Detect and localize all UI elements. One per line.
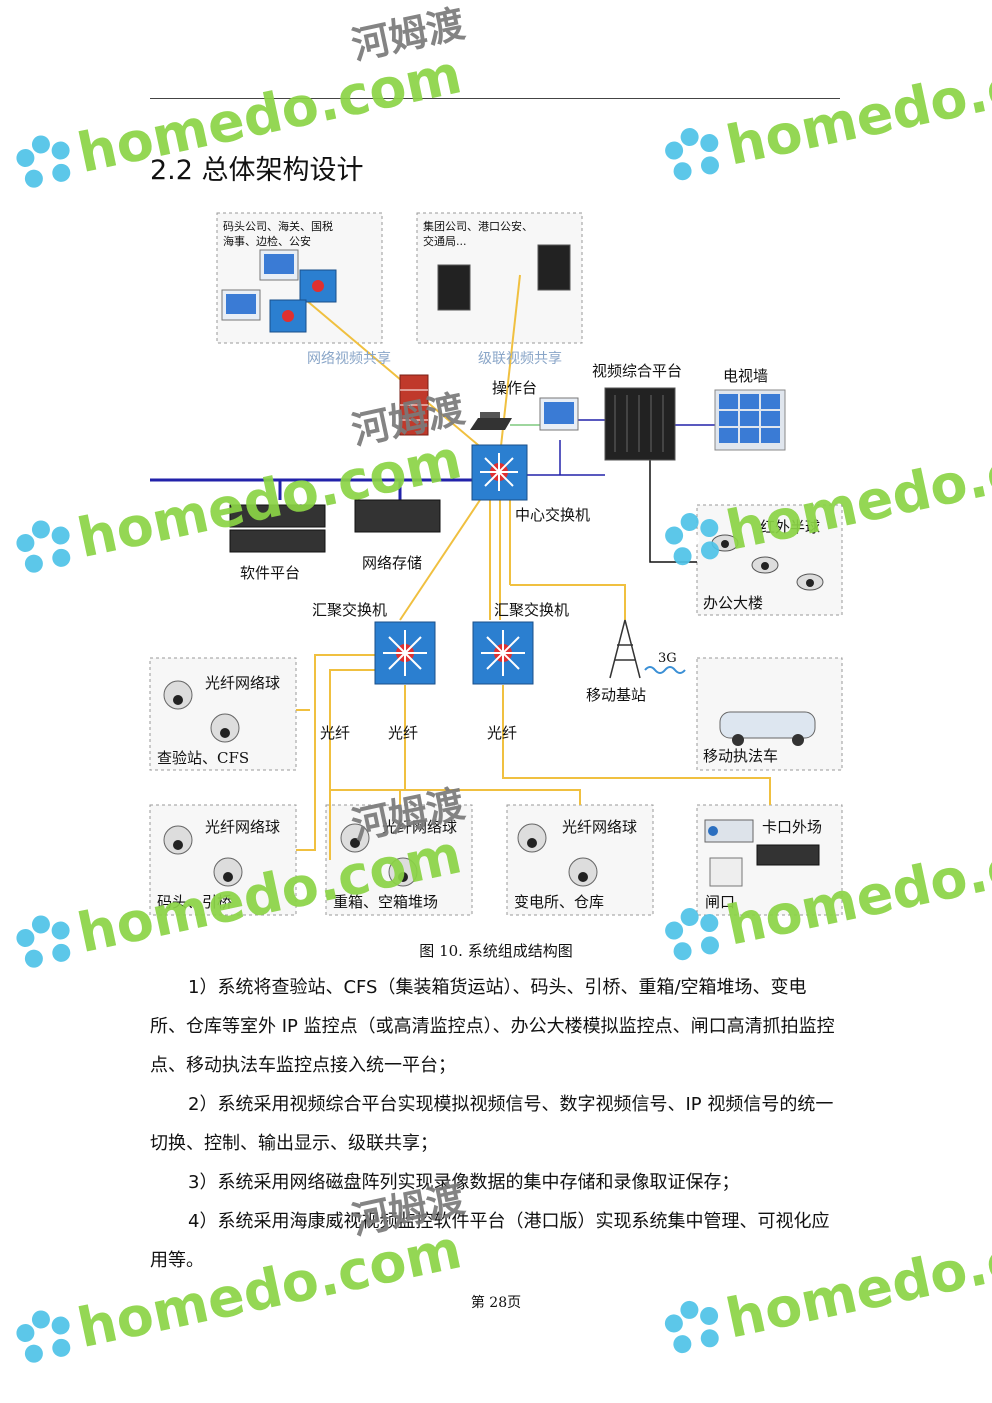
label-3g: 3G [658, 651, 677, 666]
label-fiber-dome-3: 光纤网络球 [382, 818, 457, 836]
label-wharf-bridge: 码头、引桥 [157, 893, 232, 911]
label-inspection-cfs: 查验站、CFS [157, 749, 249, 767]
wireless-signal-icon [644, 666, 686, 674]
checkpoint-recorder-icon [756, 844, 820, 866]
label-fiber-a: 光纤 [320, 724, 350, 742]
group-label-top-left-1: 码头公司、海关、国税 [223, 219, 333, 233]
label-fiber-c: 光纤 [487, 724, 517, 742]
label-mobile-station: 移动基站 [586, 686, 646, 704]
video-wall-icon [714, 389, 786, 451]
label-video-wall: 电视墙 [723, 367, 768, 385]
gate-light-icon [709, 857, 743, 887]
core-switch-icon [471, 444, 528, 501]
paragraph-2: 2）系统采用视频综合平台实现模拟视频信号、数字视频信号、IP 视频信号的统一切换… [150, 1094, 834, 1154]
paragraph-4: 4）系统采用海康威视视频监控软件平台（港口版）实现系统集中管理、可视化应用等。 [150, 1211, 830, 1271]
switch-icon-small-1 [299, 269, 337, 303]
server-rack-icon-1 [437, 264, 471, 311]
label-container-yard: 重箱、空箱堆场 [333, 893, 438, 911]
architecture-diagram: 码头公司、海关、国税 海事、边检、公安 集团公司、港口公安、 交通局... 网络… [149, 212, 843, 916]
label-checkpoint-outside: 卡口外场 [762, 818, 822, 836]
paragraph-3: 3）系统采用网络磁盘阵列实现录像数据的集中存储和录像取证保存； [188, 1172, 740, 1193]
label-cascade-share: 级联视频共享 [478, 350, 562, 367]
label-agg-switch-1: 汇聚交换机 [312, 601, 387, 619]
aggregation-switch-icon-2 [472, 621, 534, 685]
label-fiber-dome-1: 光纤网络球 [205, 674, 280, 692]
group-label-top-right-1: 集团公司、港口公安、 [423, 219, 533, 233]
vehicle-icon [719, 711, 816, 746]
fiber-lines [296, 274, 771, 860]
group-label-top-left-2: 海事、边检、公安 [223, 234, 311, 248]
ptz-camera-icon-4 [213, 857, 243, 887]
label-office-building: 办公大楼 [703, 594, 763, 612]
cell-tower-icon [609, 619, 641, 679]
label-fiber-dome-2: 光纤网络球 [205, 818, 280, 836]
flower-logo-icon [658, 119, 729, 190]
ptz-camera-icon-6 [388, 857, 418, 887]
figure-caption: 图 10. 系统组成结构图 [419, 942, 573, 960]
pc-icon-2 [221, 289, 261, 321]
server-icon-software [229, 504, 326, 553]
header-rule [150, 98, 840, 99]
dome-camera-icon-3 [796, 573, 824, 591]
ptz-camera-icon-2 [210, 713, 240, 743]
console-icon [470, 412, 512, 430]
ptz-camera-icon-3 [163, 825, 193, 855]
watermark-2: homedo.com [642, 9, 992, 191]
label-network-storage: 网络存储 [362, 554, 422, 572]
switch-icon-small-2 [269, 299, 307, 333]
aggregation-switch-icon-1 [374, 621, 436, 685]
label-core-switch: 中心交换机 [515, 506, 590, 524]
ptz-camera-icon-7 [517, 823, 547, 853]
console-pc-icon [539, 397, 579, 431]
paragraph-1: 1）系统将查验站、CFS（集装箱货运站）、码头、引桥、重箱/空箱堆场、变电所、仓… [150, 977, 835, 1076]
section-title: 2.2 总体架构设计 [150, 155, 364, 186]
ptz-camera-icon-5 [340, 823, 370, 853]
label-video-platform: 视频综合平台 [592, 362, 682, 380]
label-software-platform: 软件平台 [240, 564, 300, 582]
label-ir-dome: 红外半球 [760, 518, 820, 536]
checkpoint-camera-icon [704, 819, 754, 843]
label-gate: 闸口 [705, 893, 735, 911]
server-rack-icon-2 [537, 244, 571, 291]
label-network-share: 网络视频共享 [307, 350, 391, 367]
label-mobile-vehicle: 移动执法车 [703, 747, 778, 765]
dome-camera-icon-1 [711, 534, 739, 552]
ptz-camera-icon-1 [163, 680, 193, 710]
label-substation-warehouse: 变电所、仓库 [514, 893, 604, 911]
flower-logo-icon [9, 126, 80, 197]
page-number: 第 28页 [470, 1295, 522, 1311]
label-console: 操作台 [492, 379, 537, 397]
label-fiber-b: 光纤 [388, 724, 418, 742]
network-lines [150, 478, 480, 500]
video-platform-icon [604, 387, 676, 461]
label-agg-switch-2: 汇聚交换机 [494, 601, 569, 619]
group-label-top-right-2: 交通局... [423, 234, 467, 248]
pc-icon-1 [259, 249, 299, 281]
label-fiber-dome-4: 光纤网络球 [562, 818, 637, 836]
ptz-camera-icon-8 [568, 857, 598, 887]
dome-camera-icon-2 [751, 556, 779, 574]
firewall-icon [399, 374, 429, 436]
flower-logo-icon [9, 1301, 80, 1372]
storage-icon [354, 499, 441, 533]
